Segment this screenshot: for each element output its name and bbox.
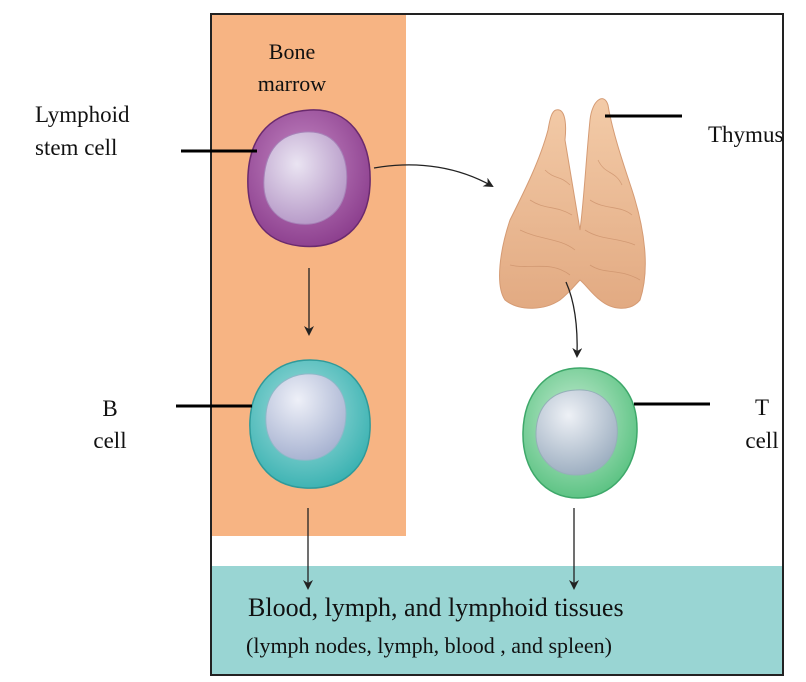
bone-marrow-label-line1: Bone xyxy=(268,39,316,64)
b-cell xyxy=(249,359,371,489)
arrow-thymus-to-tcell xyxy=(565,281,583,358)
lymphoid-stem-cell-label-line2: stem cell xyxy=(35,135,118,160)
t-cell-label: T cell xyxy=(732,391,792,457)
lymphoid-stem-cell xyxy=(247,109,371,248)
bone-marrow-label: Bone marrow xyxy=(240,36,344,100)
t-cell xyxy=(522,367,638,499)
lymphoid-stem-cell-label: Lymphoid stem cell xyxy=(35,98,130,164)
label-leader-lines xyxy=(176,114,710,408)
t-cell-label-line2: cell xyxy=(745,428,779,453)
lymphoid-tissues-subtitle: (lymph nodes, lymph, blood , and spleen) xyxy=(246,633,613,658)
b-cell-label-line2: cell xyxy=(93,428,127,453)
bone-marrow-label-line2: marrow xyxy=(257,71,327,96)
thymus-organ xyxy=(499,98,646,309)
flow-arrows xyxy=(303,164,583,590)
thymus-label: Thymus xyxy=(708,122,784,147)
b-cell-label-line1: B xyxy=(102,396,118,421)
lymphoid-tissues-title: Blood, lymph, and lymphoid tissues xyxy=(248,593,624,622)
lymphoid-stem-cell-label-line1: Lymphoid xyxy=(35,102,130,127)
arrow-stem-to-thymus xyxy=(373,164,494,187)
t-cell-label-line1: T xyxy=(754,395,770,420)
b-cell-label: B cell xyxy=(80,393,140,457)
